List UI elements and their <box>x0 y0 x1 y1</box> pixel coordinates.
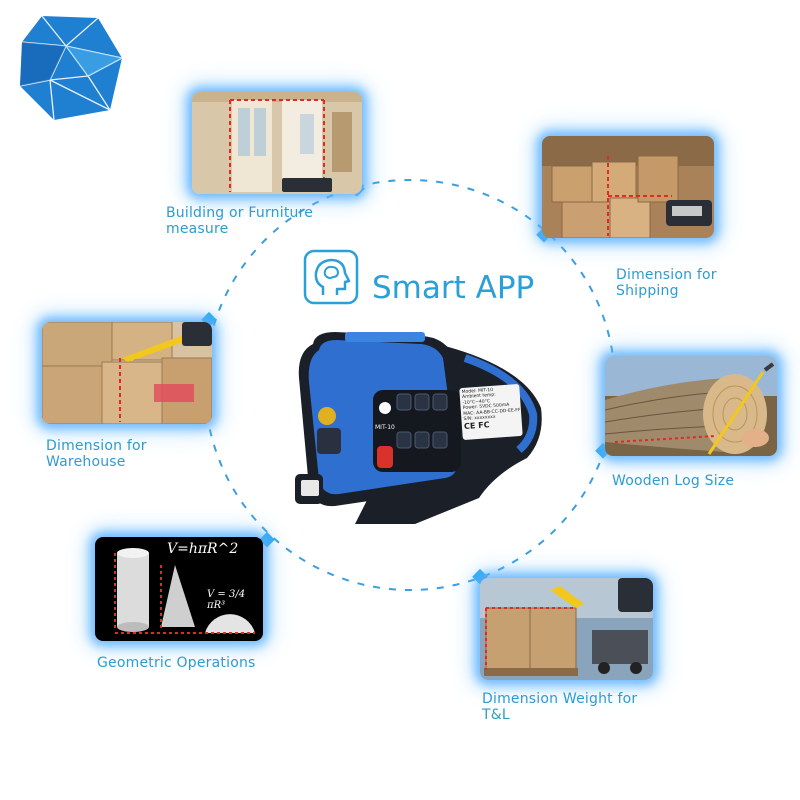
device-spec-sticker: Model: MIT-10 Ambient temp: -10°C~40°C P… <box>461 387 521 432</box>
geometric-label: Geometric Operations <box>97 655 256 671</box>
device-model-label: MIT-10 <box>375 424 395 431</box>
wooden-log-label: Wooden Log Size <box>612 473 735 489</box>
app-title: Smart APP <box>372 270 535 306</box>
tl-photo <box>480 578 653 680</box>
building-photo <box>192 92 362 194</box>
head-profile-icon <box>303 249 359 305</box>
formula-cylinder: V=hπR^2 <box>167 541 239 557</box>
wooden-log-photo <box>605 356 777 456</box>
geodesic-logo <box>19 15 123 121</box>
shipping-photo <box>542 136 714 238</box>
warehouse-photo <box>42 322 212 424</box>
measuring-device: MIT-10 Model: MIT-10 Ambient temp: -10°C… <box>295 328 545 528</box>
formula-sphere: V = 3/4 πR³ <box>207 589 246 611</box>
geometric-photo: V=hπR^2 V = 3/4 πR³ <box>95 537 263 641</box>
